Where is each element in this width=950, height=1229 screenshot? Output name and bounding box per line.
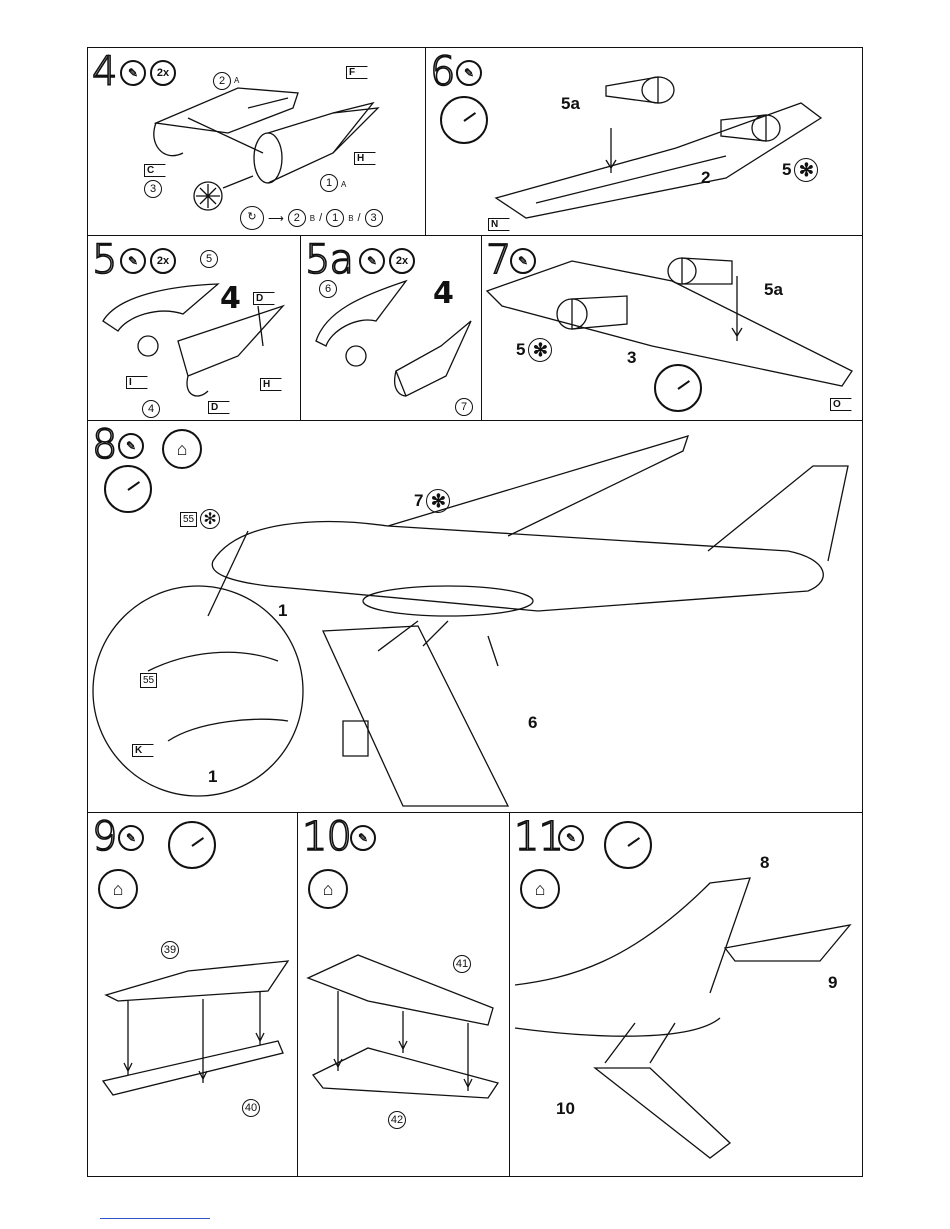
step-7-panel: 7 ✎ 5a 5✻ 3 O <box>481 235 863 421</box>
label-5a: 5a <box>764 280 783 300</box>
asterisk-icon: ✻ <box>794 158 818 182</box>
step-5-panel: 5 ✎ 2x 5 4 D I H 4 D <box>87 235 301 421</box>
part-39-label: 39 <box>161 941 179 959</box>
asterisk-icon: ✻ <box>528 338 552 362</box>
label-10: 10 <box>556 1099 575 1119</box>
part-4-callout: 4 <box>220 281 241 316</box>
arrow-icon: ⟶ <box>268 212 284 225</box>
label-3: 3 <box>627 348 636 368</box>
part-4-label: 4 <box>142 400 160 418</box>
part-7-label: 7 <box>455 398 473 416</box>
part-40-label: 40 <box>242 1099 260 1117</box>
step-9-panel: 9 ✎ ⌂ 39 40 <box>87 812 298 1177</box>
seq-part: 1 <box>326 209 344 227</box>
label-2: 2 <box>701 168 710 188</box>
wing-engine-drawing <box>426 48 863 236</box>
part-1-label: 1 <box>320 174 338 192</box>
label-7-glue: 7✻ <box>414 489 450 513</box>
part-2-label: 2 <box>213 72 231 90</box>
detail-part-55: 55 <box>140 673 157 688</box>
asterisk-icon: ✻ <box>426 489 450 513</box>
part-41-label: 41 <box>453 955 471 973</box>
step-5a-panel: 5a ✎ 2x 6 4 7 <box>300 235 482 421</box>
label-5-glue: 5✻ <box>782 158 818 182</box>
step-6-panel: 6 ✎ 5a 2 5✻ N <box>425 47 863 236</box>
engine-pylon-drawing <box>88 236 301 421</box>
label-5a: 5a <box>561 94 580 114</box>
stabilizer-drawing <box>88 813 298 1177</box>
step-10-panel: 10 ✎ ⌂ 41 42 <box>297 812 510 1177</box>
tail-assembly-drawing <box>510 813 863 1177</box>
label-1: 1 <box>278 601 287 621</box>
label-6: 6 <box>528 713 537 733</box>
part-3-label: 3 <box>144 180 162 198</box>
label-5-glue: 5✻ <box>516 338 552 362</box>
part-suffix: A <box>341 180 346 189</box>
part-42-label: 42 <box>388 1111 406 1129</box>
part-5-label: 5 <box>200 250 218 268</box>
step-11-panel: 11 ✎ ⌂ 8 9 10 <box>509 812 863 1177</box>
label-55-glue: 55✻ <box>180 509 220 529</box>
label-8: 8 <box>760 853 769 873</box>
footer-rule <box>100 1218 210 1219</box>
clock-icon <box>654 364 702 412</box>
seq-part: 3 <box>365 209 383 227</box>
part-suffix: A <box>234 76 239 85</box>
fuselage-assembly-drawing <box>88 421 863 813</box>
seq-part: 2 <box>288 209 306 227</box>
label-9: 9 <box>828 973 837 993</box>
part-6-label: 6 <box>319 280 337 298</box>
engine-pylon-drawing <box>301 236 482 421</box>
step-8-panel: 8 ✎ ⌂ 7✻ 55✻ 1 6 55 K 1 <box>87 420 863 813</box>
seq-suffix: B <box>348 214 353 223</box>
asterisk-icon: ✻ <box>200 509 220 529</box>
label-1-detail: 1 <box>208 767 217 787</box>
part-4-callout: 4 <box>433 276 454 311</box>
rotate-icon: ↻ <box>240 206 264 230</box>
seq-suffix: B <box>310 214 315 223</box>
